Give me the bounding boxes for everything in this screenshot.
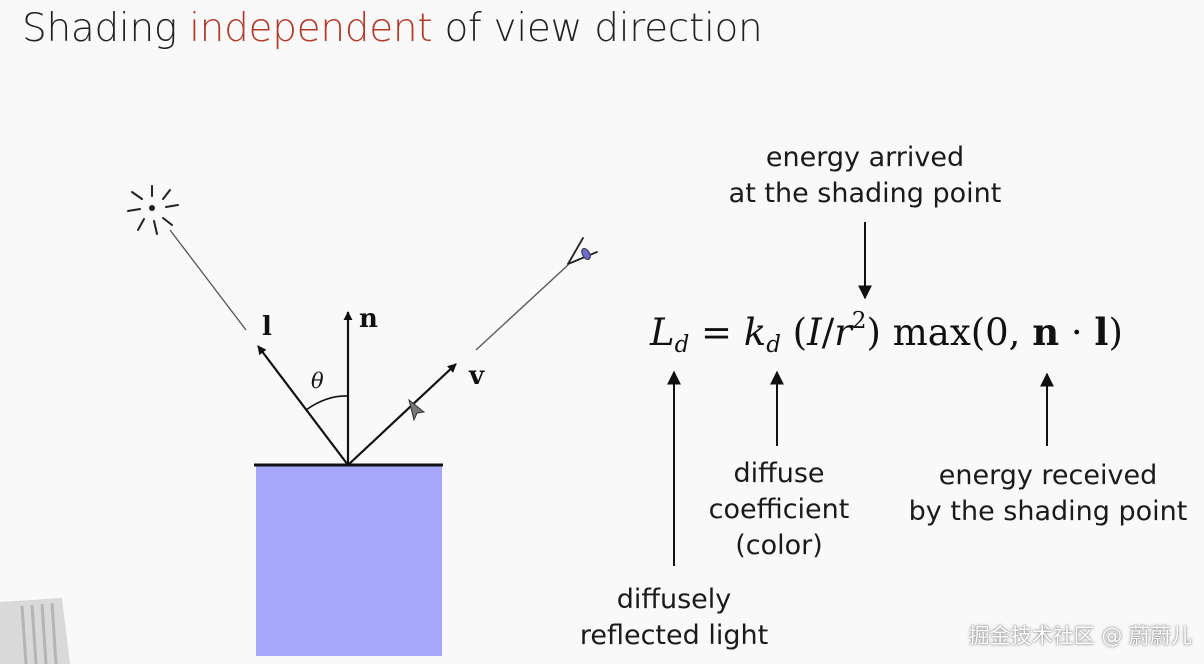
vector-v-arrow xyxy=(347,363,457,466)
label-n: n xyxy=(359,304,378,334)
formula-k-sub: d xyxy=(766,332,781,359)
title-suffix: of view direction xyxy=(444,6,763,51)
formula-L: L xyxy=(650,311,675,355)
formula-l: l xyxy=(1094,310,1109,355)
surface-block xyxy=(256,466,442,656)
annotation-diffuse-coefficient-line3: (color) xyxy=(735,530,823,561)
watermark: 掘金技术社区 @ 蔚蔚儿 xyxy=(968,624,1192,648)
label-theta: θ xyxy=(311,369,324,393)
formula-slash: / xyxy=(821,311,835,355)
formula-I: I xyxy=(807,311,822,355)
view-ray xyxy=(475,264,569,351)
light-ray xyxy=(169,229,247,331)
cursor-icon xyxy=(408,398,426,422)
vector-l-arrow xyxy=(257,345,349,466)
annotation-diffusely-reflected-line1: diffusely xyxy=(616,584,732,615)
annotation-diffuse-coefficient: diffuse coefficient (color) xyxy=(709,456,850,564)
annotation-diffusely-reflected: diffusely reflected light xyxy=(580,582,768,654)
formula-r-sup: 2 xyxy=(851,308,867,334)
formula-end: ) xyxy=(1108,311,1123,355)
annotation-energy-arrived-line1: energy arrived xyxy=(765,142,965,173)
annotation-energy-arrived: energy arrived at the shading point xyxy=(729,140,1002,212)
formula-r: r xyxy=(834,311,852,355)
formula-L-sub: d xyxy=(674,332,690,359)
annotation-energy-arrived-line2: at the shading point xyxy=(728,178,1002,209)
annotation-diffuse-coefficient-line2: coefficient xyxy=(708,494,850,525)
annotation-diffusely-reflected-line2: reflected light xyxy=(579,620,769,651)
light-source-icon xyxy=(127,185,179,235)
slide-title: Shading independent of view direction xyxy=(22,6,763,51)
annotation-energy-received-line2: by the shading point xyxy=(908,496,1188,527)
formula-n: n xyxy=(1032,310,1060,355)
label-l: l xyxy=(262,312,272,342)
title-prefix: Shading xyxy=(22,6,177,51)
eye-icon xyxy=(567,237,598,265)
formula-max: max(0, xyxy=(892,311,1033,355)
annotation-energy-received: energy received by the shading point xyxy=(909,458,1188,530)
lambert-formula: Ld = kd (I/r2) max(0, n · l) xyxy=(650,308,1123,358)
annotation-energy-received-line1: energy received xyxy=(938,460,1158,491)
theta-arc xyxy=(305,395,349,411)
formula-dot: · xyxy=(1059,311,1095,355)
annotation-diffuse-coefficient-line1: diffuse xyxy=(733,458,825,489)
formula-paren-close: ) xyxy=(866,311,893,355)
title-accent: independent xyxy=(189,6,433,51)
formula-paren-open: ( xyxy=(780,311,808,355)
formula-k: k xyxy=(743,311,767,355)
formula-eq: = xyxy=(689,311,744,355)
label-v: v xyxy=(469,361,485,391)
corner-artifact xyxy=(0,598,70,664)
